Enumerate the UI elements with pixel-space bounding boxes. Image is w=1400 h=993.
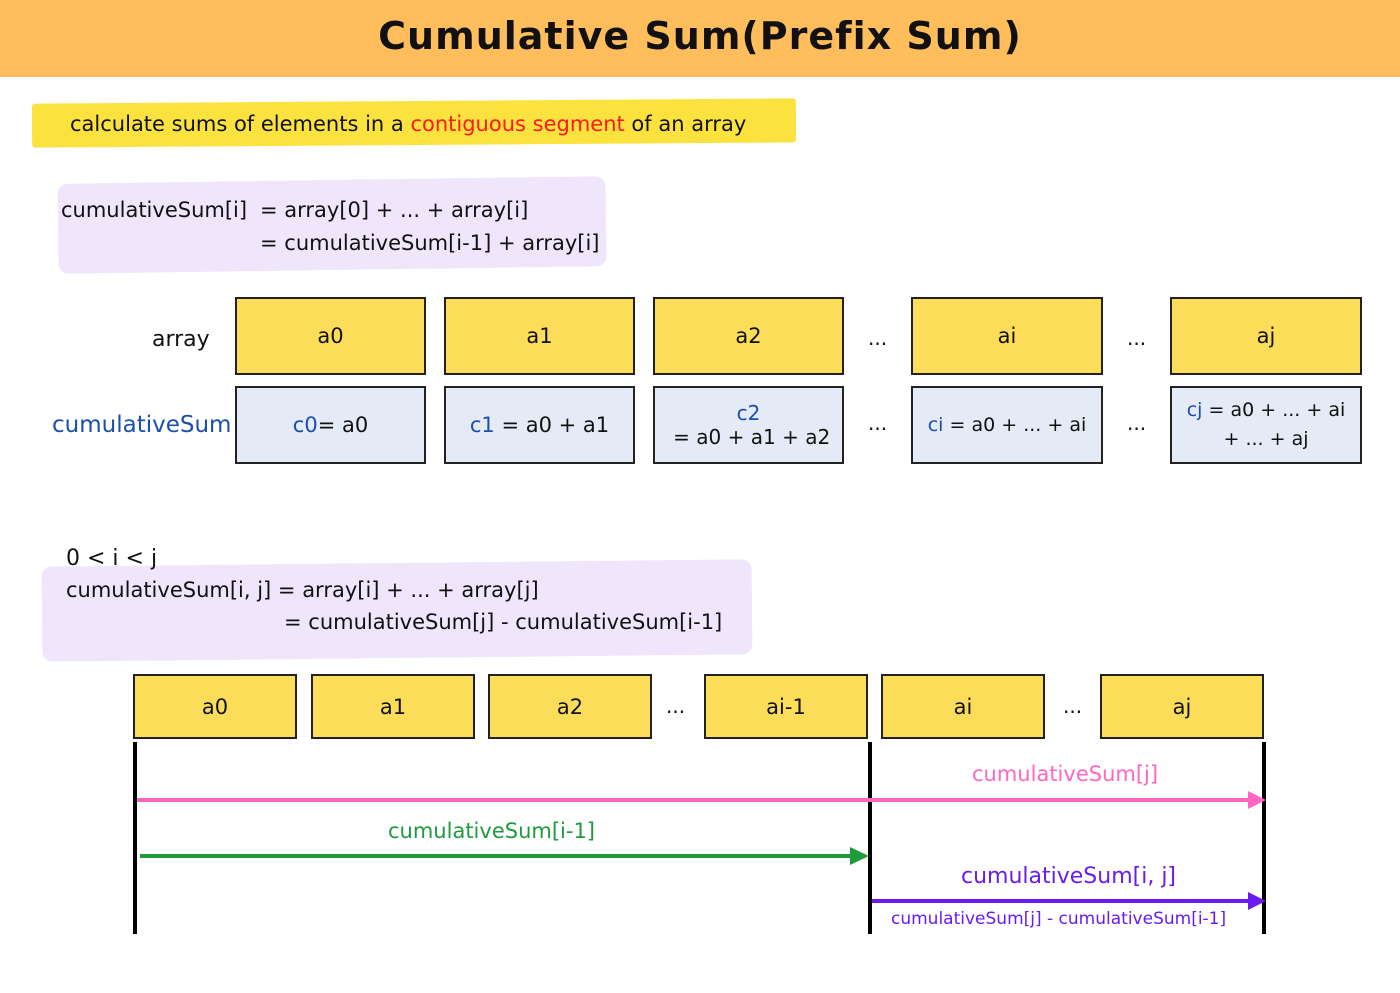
array-cell-label: a2 — [735, 324, 762, 348]
formula2-condition: 0 < i < j — [66, 546, 158, 571]
bottom-cell-label: a1 — [379, 694, 407, 719]
array-cell: aj — [1170, 297, 1362, 375]
bottom-cell-label: a2 — [556, 694, 584, 719]
cumulative-cell-formula: = a0 + a1 — [494, 413, 610, 437]
ellipsis: ... — [1127, 411, 1147, 435]
cumulative-row-label: cumulativeSum — [52, 412, 232, 438]
array-cell: a1 — [444, 297, 635, 375]
formula2-line1: cumulativeSum[i, j] = array[i] + ... + a… — [66, 578, 539, 602]
cumulative-cell-name: c0 — [292, 413, 318, 437]
boundary-line-i — [868, 742, 872, 934]
subtitle-text-before: calculate sums of elements in a — [70, 112, 411, 136]
ellipsis: ... — [868, 326, 888, 350]
cumulative-cell: ci = a0 + ... + ai — [911, 386, 1103, 464]
ellipsis: ... — [1127, 326, 1147, 350]
arrow-cumulative-i-minus-1 — [140, 847, 869, 865]
formula1-line2: = cumulativeSum[i-1] + array[i] — [260, 231, 600, 255]
array-row-label: array — [152, 327, 210, 352]
subtitle: calculate sums of elements in a contiguo… — [70, 112, 746, 136]
page-title: Cumulative Sum(Prefix Sum) — [378, 14, 1022, 58]
cumulative-cell-formula: = a0 + ... + ai — [943, 414, 1087, 436]
bottom-cell: a2 — [488, 674, 652, 739]
array-cell: a2 — [653, 297, 844, 375]
cumulative-cell: cj = a0 + ... + ai + ... + aj — [1170, 386, 1362, 464]
cumulative-cell-formula: = a0 + ... + ai + ... + aj — [1202, 399, 1346, 450]
array-cell-label: ai — [997, 324, 1017, 348]
bottom-cell-label: ai-1 — [766, 694, 806, 719]
boundary-line-start — [133, 742, 137, 934]
cumulative-cell: c1 = a0 + a1 — [444, 386, 635, 464]
ellipsis: ... — [666, 694, 686, 718]
formula1-line1: = array[0] + ... + array[i] — [260, 198, 529, 222]
arrow-cumulative-ij — [872, 892, 1266, 910]
formula1-lhs: cumulativeSum[i] — [61, 198, 248, 222]
subtitle-highlight-text: contiguous segment — [410, 112, 625, 136]
bottom-cell-label: a0 — [201, 694, 229, 719]
cumulative-cell-formula: = a0 — [317, 413, 369, 437]
cumulative-cell-name: ci — [927, 414, 944, 436]
array-cell-label: a0 — [317, 324, 344, 348]
cumulative-cell: c0= a0 — [235, 386, 426, 464]
bottom-cell: aj — [1100, 674, 1264, 739]
bottom-cell: a0 — [133, 674, 297, 739]
bottom-cell: ai — [881, 674, 1045, 739]
cumulative-cell-name: c2 — [736, 401, 761, 425]
bottom-cell: a1 — [311, 674, 475, 739]
cumulative-cell-formula: = a0 + a1 + a2 — [666, 425, 831, 449]
label-cumulative-ij-formula: cumulativeSum[j] - cumulativeSum[i-1] — [891, 909, 1227, 929]
label-cumulative-i-minus-1: cumulativeSum[i-1] — [388, 819, 595, 843]
cumulative-cell-name: cj — [1186, 399, 1203, 421]
boundary-line-j — [1262, 742, 1266, 934]
label-cumulative-ij: cumulativeSum[i, j] — [961, 864, 1177, 889]
cumulative-cell: c2 = a0 + a1 + a2 — [653, 386, 844, 464]
subtitle-text-after: of an array — [624, 112, 747, 136]
array-cell: a0 — [235, 297, 426, 375]
ellipsis: ... — [1063, 694, 1083, 718]
ellipsis: ... — [868, 411, 888, 435]
cumulative-cell-name: c1 — [469, 413, 495, 437]
array-cell-label: aj — [1256, 324, 1276, 348]
bottom-cell: ai-1 — [704, 674, 868, 739]
bottom-cell-label: ai — [953, 694, 973, 719]
arrow-cumulative-j — [137, 791, 1266, 809]
label-cumulative-j: cumulativeSum[j] — [972, 762, 1159, 786]
array-cell: ai — [911, 297, 1103, 375]
formula2-line2: = cumulativeSum[j] - cumulativeSum[i-1] — [284, 610, 723, 634]
array-cell-label: a1 — [526, 324, 553, 348]
bottom-cell-label: aj — [1172, 694, 1192, 719]
title-banner — [0, 0, 1400, 77]
